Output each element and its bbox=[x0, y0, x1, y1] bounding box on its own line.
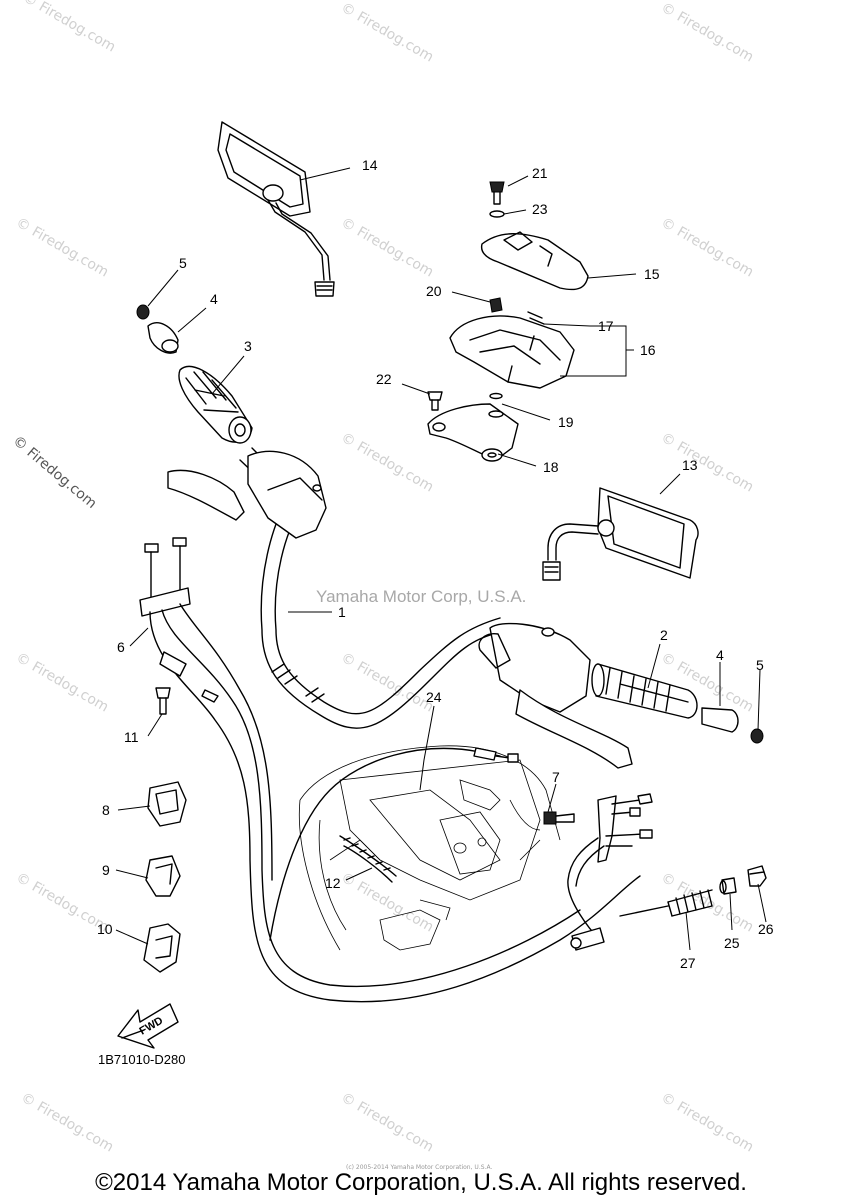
part-number-label: 1 bbox=[338, 604, 346, 620]
watermark: © Firedog.com bbox=[338, 650, 436, 716]
part-number-label: 13 bbox=[682, 457, 698, 473]
collar-25 bbox=[719, 877, 737, 895]
part-number-label: 15 bbox=[644, 266, 660, 282]
diagram-code: 1B71010-D280 bbox=[98, 1052, 185, 1067]
part-number-label: 26 bbox=[758, 921, 774, 937]
watermark-group: © Firedog.com © Firedog.com © Firedog.co… bbox=[9, 0, 756, 1156]
watermark: © Firedog.com bbox=[20, 0, 118, 56]
part-number-label: 16 bbox=[640, 342, 656, 358]
clamp-9 bbox=[145, 855, 181, 897]
grip-left-part bbox=[178, 365, 253, 444]
mirror-right-part bbox=[542, 487, 699, 581]
part-number-label: 7 bbox=[552, 769, 560, 785]
part-number-label: 6 bbox=[117, 639, 125, 655]
part-number-label: 3 bbox=[244, 338, 252, 354]
watermark: © Firedog.com bbox=[338, 1090, 436, 1156]
part-number-label: 2 bbox=[660, 627, 668, 643]
nut-26 bbox=[747, 865, 767, 887]
part-number-label: 25 bbox=[724, 935, 740, 951]
screw-21 bbox=[489, 181, 505, 205]
mirror-left-part bbox=[217, 121, 335, 297]
fwd-arrow-icon: FWD bbox=[117, 1003, 179, 1049]
bracket-part bbox=[427, 391, 519, 462]
watermark: © Firedog.com bbox=[13, 215, 111, 281]
clamp-10 bbox=[143, 923, 181, 973]
part-number-label: 4 bbox=[716, 647, 724, 663]
watermark: © Firedog.com bbox=[338, 430, 436, 496]
watermark: © Firedog.com bbox=[658, 430, 756, 496]
watermark: © Firedog.com bbox=[338, 870, 436, 936]
part-number-label: 22 bbox=[376, 371, 392, 387]
cable-bracket-7 bbox=[543, 793, 653, 941]
part-number-label: 5 bbox=[179, 255, 187, 271]
watermark: © Firedog.com bbox=[658, 215, 756, 281]
handlebar-part bbox=[167, 447, 633, 769]
part-number-label: 20 bbox=[426, 283, 442, 299]
grip-right-part bbox=[591, 663, 698, 719]
watermark: © Firedog.com bbox=[658, 870, 756, 936]
part-number-label: 8 bbox=[102, 802, 110, 818]
part-number-label: 21 bbox=[532, 165, 548, 181]
part-number-label: 4 bbox=[210, 291, 218, 307]
part-number-label: 12 bbox=[325, 875, 341, 891]
throttle-cable-part bbox=[139, 537, 641, 1003]
center-watermark: Yamaha Motor Corp, U.S.A. bbox=[316, 587, 526, 606]
leader-lines bbox=[115, 167, 767, 951]
part-number-label: 18 bbox=[543, 459, 559, 475]
cover-part bbox=[480, 231, 589, 291]
part-number-label: 27 bbox=[680, 955, 696, 971]
grip-end-right bbox=[701, 707, 764, 744]
part-number-label: 11 bbox=[124, 729, 139, 745]
part-number-label: 23 bbox=[532, 201, 548, 217]
part-number-label: 9 bbox=[102, 862, 110, 878]
part-number-label: 10 bbox=[97, 921, 113, 937]
watermark: © Firedog.com bbox=[13, 650, 111, 716]
watermark: © Firedog.com bbox=[658, 0, 756, 66]
side-watermark: © Firedog.com bbox=[9, 433, 99, 512]
part-labels: 1 2 3 4 4 5 5 6 7 8 9 10 11 12 13 14 15 … bbox=[97, 157, 774, 971]
choke-cable-part bbox=[269, 747, 519, 941]
part-number-label: 5 bbox=[756, 657, 764, 673]
copyright-footer: ©2014 Yamaha Motor Corporation, U.S.A. A… bbox=[95, 1169, 747, 1196]
grip-end-left bbox=[136, 304, 179, 354]
part-number-label: 14 bbox=[362, 157, 378, 173]
clamp-8 bbox=[147, 781, 187, 827]
frame-background bbox=[298, 745, 561, 951]
washer-23 bbox=[489, 210, 505, 218]
watermark: © Firedog.com bbox=[338, 0, 436, 66]
watermark: © Firedog.com bbox=[338, 215, 436, 281]
part-number-label: 19 bbox=[558, 414, 574, 430]
wire-harness-part bbox=[339, 835, 397, 883]
spring-27 bbox=[570, 889, 713, 951]
part-number-label: 24 bbox=[426, 689, 442, 705]
holder-part bbox=[449, 297, 575, 389]
part-number-label: 17 bbox=[598, 318, 614, 334]
small-credit: (c) 2005-2014 Yamaha Motor Corporation, … bbox=[346, 1164, 492, 1171]
watermark: © Firedog.com bbox=[658, 1090, 756, 1156]
watermark: © Firedog.com bbox=[18, 1090, 116, 1156]
